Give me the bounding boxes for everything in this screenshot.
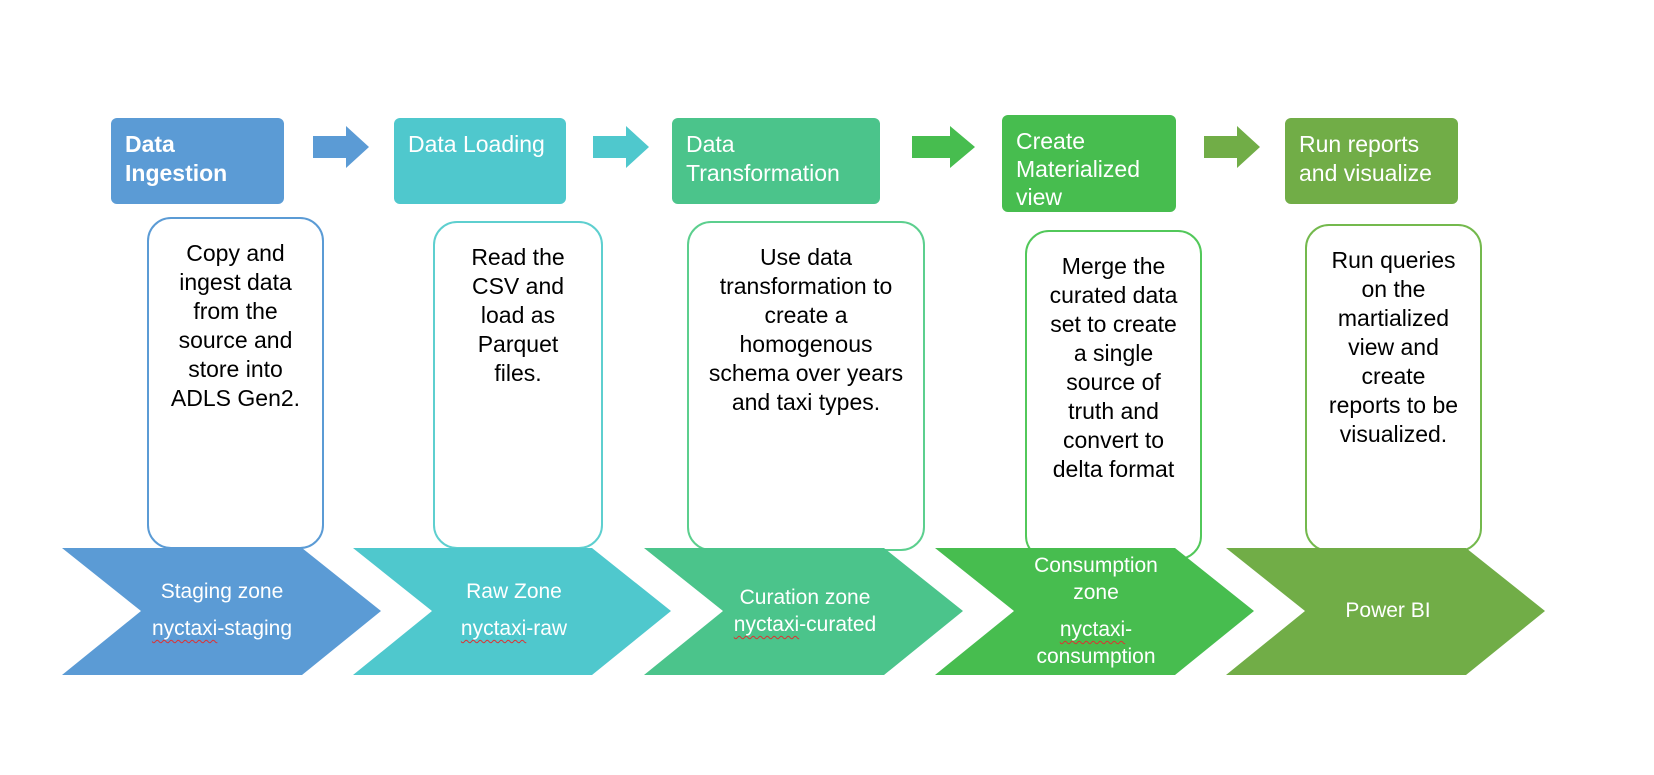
zone-name: Staging zone [160,580,284,603]
zone-name: Curation zone [739,586,871,609]
description-text: Merge the curated data set to create a s… [1049,253,1178,482]
zone-chevron-power-bi [1226,548,1545,675]
spellcheck-flagged-word: nyctaxi [1059,618,1126,641]
flow-arrow-icon [313,126,369,168]
stage-header-run-reports: Run reports and visualize [1285,118,1458,204]
stage-header-data-ingestion: Data Ingestion [111,118,284,204]
zone-label-consumption: Consumption zone nyctaxi- consumption [1011,552,1181,670]
description-text: Copy and ingest data from the source and… [170,240,301,411]
spellcheck-flagged-word: nyctaxi [733,613,800,636]
description-text: Run queries on the martialized view and … [1328,247,1459,447]
zone-container: nyctaxi-curated [733,613,877,636]
description-box-materialized-view: Merge the curated data set to create a s… [1025,230,1202,560]
description-text: Use data transformation to create a homo… [708,244,904,415]
zone-name: Raw Zone [466,580,562,603]
zone-label-raw: Raw Zone nyctaxi-raw [434,578,594,642]
zone-chevron-consumption [935,548,1254,675]
spellcheck-flagged-word: nyctaxi [151,617,218,640]
description-box-transformation: Use data transformation to create a homo… [687,221,925,551]
zone-container: nyctaxi-raw [460,617,568,640]
flow-arrow-icon [912,126,975,168]
zone-chevron-staging [62,548,381,675]
zone-chevron-raw [353,548,671,675]
stage-header-data-loading: Data Loading [394,118,566,204]
zone-name: Power BI [1345,599,1431,622]
description-box-reports: Run queries on the martialized view and … [1305,224,1482,552]
flow-arrow-icon [1204,126,1260,168]
zone-label-staging: Staging zone nyctaxi-staging [142,578,302,642]
zone-container: nyctaxi-staging [151,617,293,640]
description-box-loading: Read the CSV and load as Parquet files. [433,221,603,549]
zone-container: nyctaxi- consumption [1036,618,1156,668]
stage-header-create-materialized-view: Create Materialized view [1002,115,1176,212]
description-box-ingestion: Copy and ingest data from the source and… [147,217,324,549]
zone-chevron-curation [644,548,963,675]
zone-name: Consumption zone [1034,554,1158,604]
spellcheck-flagged-word: nyctaxi [460,617,527,640]
zone-label-power-bi: Power BI [1308,597,1468,624]
description-text: Read the CSV and load as Parquet files. [471,244,565,386]
flow-arrow-icon [593,126,649,168]
zone-label-curation: Curation zone nyctaxi-curated [715,584,895,638]
stage-header-data-transformation: Data Transformation [672,118,880,204]
